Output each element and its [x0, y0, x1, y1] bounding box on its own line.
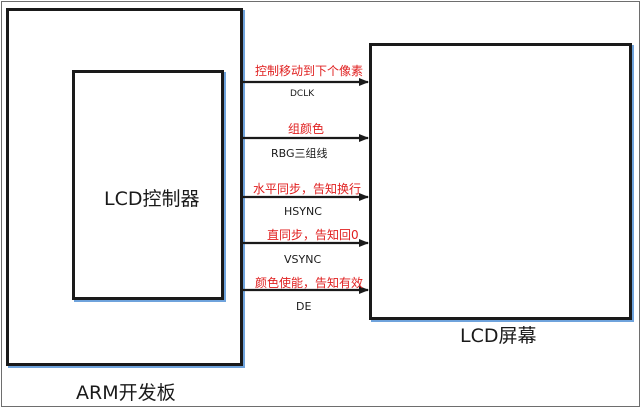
vsync-label: VSYNC	[284, 253, 322, 266]
de-description: 颜色使能，告知有效	[255, 276, 364, 290]
lcd-controller-box	[72, 70, 224, 300]
hsync-description: 水平同步，告知换行	[253, 182, 362, 196]
hsync-label: HSYNC	[284, 205, 322, 218]
lcd-controller-label: LCD控制器	[104, 188, 200, 210]
rgb-description: 组颜色	[288, 122, 325, 136]
vsync-description: 直同步，告知回0	[267, 228, 359, 242]
rgb-label: RBG三组线	[271, 147, 328, 160]
dclk-label: DCLK	[290, 89, 315, 99]
lcd-screen-box	[369, 43, 632, 320]
lcd-screen-label: LCD屏幕	[460, 325, 537, 347]
de-label: DE	[296, 300, 312, 313]
arm-board-label: ARM开发板	[76, 382, 176, 404]
dclk-description: 控制移动到下个像素	[255, 64, 364, 78]
